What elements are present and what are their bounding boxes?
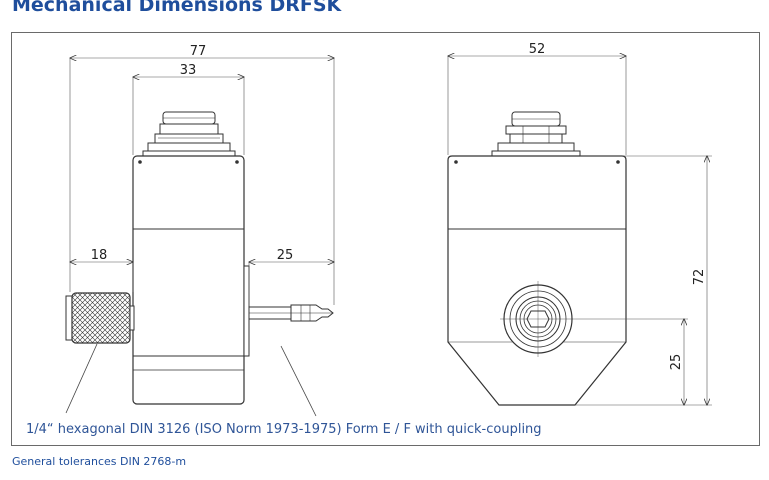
dim-body-width: 33 [180, 63, 197, 78]
side-knob [65, 292, 135, 344]
side-dimensions [65, 58, 334, 417]
front-view [447, 111, 627, 406]
front-socket [500, 281, 576, 357]
side-view [65, 111, 334, 405]
front-top-connector [491, 111, 581, 157]
front-dimensions [448, 56, 712, 405]
page-title: Mechanical Dimensions DRFSK [12, 0, 342, 16]
dim-knob-length: 18 [91, 248, 108, 263]
dim-shaft-length: 25 [277, 248, 294, 263]
dim-overall-length: 77 [190, 44, 207, 59]
side-top-connector [142, 111, 236, 157]
dim-front-width: 52 [529, 42, 546, 57]
drawing-frame [11, 32, 760, 446]
tolerance-note: General tolerances DIN 2768-m [12, 455, 187, 468]
dim-front-height: 72 [692, 269, 707, 286]
drawing-caption: 1/4“ hexagonal DIN 3126 (ISO Norm 1973-1… [26, 422, 542, 437]
dim-axis-height: 25 [669, 354, 684, 371]
front-body [447, 155, 627, 406]
side-body [132, 155, 245, 405]
side-hex-shaft [243, 265, 334, 357]
